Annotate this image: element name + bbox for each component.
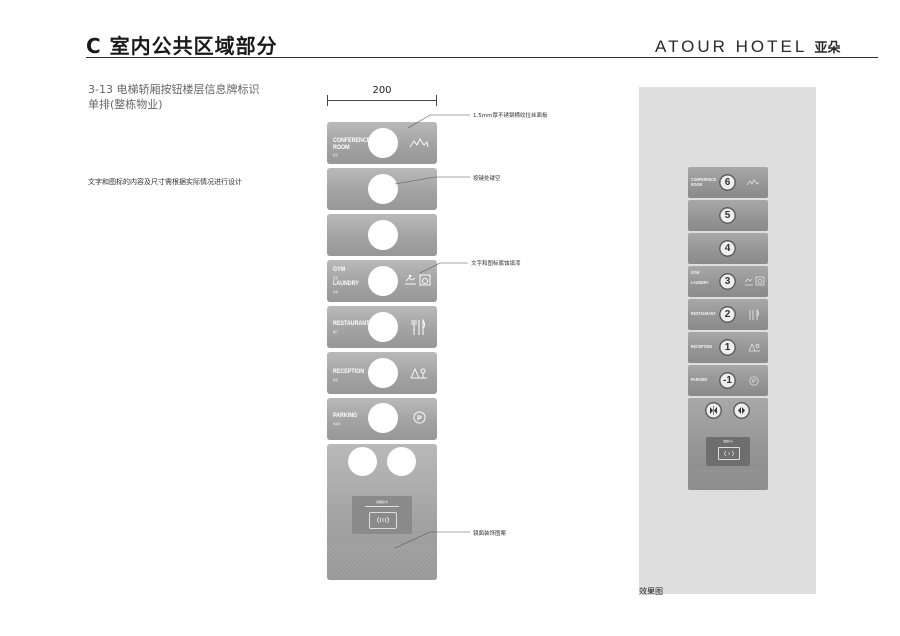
floor-name: GYM: [333, 266, 346, 273]
rendering-door-plate: 请刷房卡: [688, 398, 768, 490]
rendering-floor-label: CONFERENCE ROOM: [691, 177, 717, 187]
cutlery-icon: [749, 309, 759, 320]
door-close-icon: [738, 407, 745, 414]
floor-button-4[interactable]: 4: [719, 240, 736, 257]
rendering-plate-conference: CONFERENCE ROOM 6: [688, 167, 768, 198]
callout-etched-paint: 文字和图标腐蚀填漆: [471, 261, 521, 267]
floor-name-cn: 餐厅: [333, 329, 338, 334]
floor-button-hole: [368, 174, 398, 204]
floor-plate-gym-laundry: GYM 健身 LAUNDRY 洗衣: [327, 260, 437, 302]
rendering-plate-4: 4: [688, 233, 768, 264]
floor-button-5[interactable]: 5: [719, 207, 736, 224]
floor-button-hole: [368, 220, 398, 250]
floor-button-6[interactable]: 6: [719, 174, 736, 191]
cutlery-icon: [411, 319, 425, 335]
rendering-caption: 效果图: [639, 587, 663, 596]
floor-name-cn: 停车场: [333, 421, 341, 426]
floor-name-cn: 洗衣: [333, 289, 338, 294]
nfc-icon: [377, 516, 389, 524]
callout-leaders: [394, 114, 470, 548]
door-open-button[interactable]: [705, 402, 722, 419]
card-reader-label: 请刷房卡: [375, 500, 388, 504]
door-open-icon: [710, 406, 717, 415]
door-close-button-hole: [387, 447, 416, 476]
floor-button-minus-1[interactable]: -1: [719, 372, 736, 389]
floor-button-hole: [368, 266, 398, 296]
rendering-floor-label: GYM: [691, 270, 700, 275]
nfc-icon: [724, 450, 734, 457]
floor-button-hole: [368, 312, 398, 342]
mountain-icon: [409, 138, 429, 148]
floor-label-restaurant: RESTAURANT 餐厅: [333, 320, 370, 335]
rendering-plate-5: 5: [688, 200, 768, 231]
floor-label-conference: CONFERENCE ROOM 会议: [333, 137, 371, 159]
reception-icon: [748, 343, 760, 352]
floor-name: RESTAURANT: [333, 320, 370, 327]
nfc-area: [718, 447, 740, 460]
floor-label-parking: PARKING 停车场: [333, 412, 358, 427]
door-open-button-hole: [348, 447, 377, 476]
width-dimension: 200: [327, 85, 437, 106]
floor-plate-restaurant: RESTAURANT 餐厅: [327, 306, 437, 348]
door-close-button[interactable]: [733, 402, 750, 419]
floor-plate-blank-2: [327, 214, 437, 256]
mirror-pattern: [688, 470, 768, 490]
reception-icon: [410, 367, 427, 379]
gym-laundry-icon: [744, 276, 765, 286]
item-heading-line1: 3-13 电梯轿厢按钮楼层信息牌标识: [88, 83, 260, 96]
rendering-plate-parking: PARKING -1 P: [688, 365, 768, 396]
mountain-icon: [746, 179, 760, 186]
brand-name-cn: 亚朵: [814, 41, 841, 56]
svg-text:P: P: [417, 415, 422, 422]
rendering-plate-reception: RECEPTION 1: [688, 332, 768, 363]
callout-button-cutout: 按键处镂空: [473, 176, 501, 182]
floor-plate-reception: RECEPTION 前台: [327, 352, 437, 394]
floor-button-hole: [368, 358, 398, 388]
parking-icon: P: [413, 411, 426, 424]
floor-name: LAUNDRY: [333, 280, 359, 287]
parking-icon: P: [749, 376, 759, 386]
rendering-floor-label: RESTAURANT: [691, 311, 716, 316]
gym-laundry-icon: [405, 274, 431, 286]
floor-name: PARKING: [333, 412, 358, 419]
floor-name-cn: 会议: [333, 153, 338, 157]
rendering-plate-restaurant: RESTAURANT 2: [688, 299, 768, 330]
floor-button-3[interactable]: 3: [719, 273, 736, 290]
floor-button-2[interactable]: 2: [719, 306, 736, 323]
design-note: 文字和图标的内容及尺寸需根据实际情况进行设计: [88, 178, 242, 186]
svg-text:P: P: [752, 379, 756, 385]
floor-plate-parking: PARKING 停车场 P: [327, 398, 437, 440]
door-control-plate: 请刷房卡: [327, 444, 437, 580]
floor-plate-conference: CONFERENCE ROOM 会议: [327, 122, 437, 164]
brand-name: ATOUR HOTEL: [655, 37, 807, 56]
section-title: C 室内公共区域部分: [86, 34, 278, 58]
rendering-floor-label: PARKING: [691, 377, 708, 382]
width-dimension-label: 200: [372, 85, 392, 96]
floor-name: CONFERENCE ROOM: [333, 137, 371, 151]
nfc-area: [369, 512, 397, 529]
item-heading-line2: 单排(整栋物业): [88, 98, 163, 111]
floor-name-cn: 前台: [333, 377, 338, 382]
mirror-pattern: [327, 544, 437, 580]
floor-button-hole: [368, 403, 398, 433]
rendering-floor-label: RECEPTION: [691, 344, 713, 349]
floor-label-laundry: LAUNDRY 洗衣: [333, 280, 359, 295]
card-reader-label: 请刷房卡: [722, 440, 733, 443]
callout-panel-material: 1.5mm厚不锈钢横纹拉丝面板: [473, 113, 548, 119]
brand-logo: ATOUR HOTEL 亚朵: [655, 37, 840, 57]
floor-label-reception: RECEPTION 前台: [333, 368, 365, 383]
card-reader: 请刷房卡: [352, 496, 412, 534]
floor-button-hole: [368, 128, 398, 158]
card-reader[interactable]: 请刷房卡: [706, 437, 750, 466]
floor-label-gym: GYM 健身: [333, 266, 346, 281]
header-rule: [86, 57, 878, 58]
floor-name: RECEPTION: [333, 368, 365, 375]
rendering-plate-gym-laundry: GYM LAUNDRY 3: [688, 266, 768, 297]
rendering-floor-label: LAUNDRY: [691, 280, 709, 285]
floor-plate-blank-1: [327, 168, 437, 210]
floor-name-cn: 健身: [333, 275, 338, 280]
item-heading: 3-13 电梯轿厢按钮楼层信息牌标识 单排(整栋物业): [88, 82, 259, 112]
floor-button-1[interactable]: 1: [719, 339, 736, 356]
callout-mirror-pattern: 镜面装饰图案: [473, 531, 507, 537]
